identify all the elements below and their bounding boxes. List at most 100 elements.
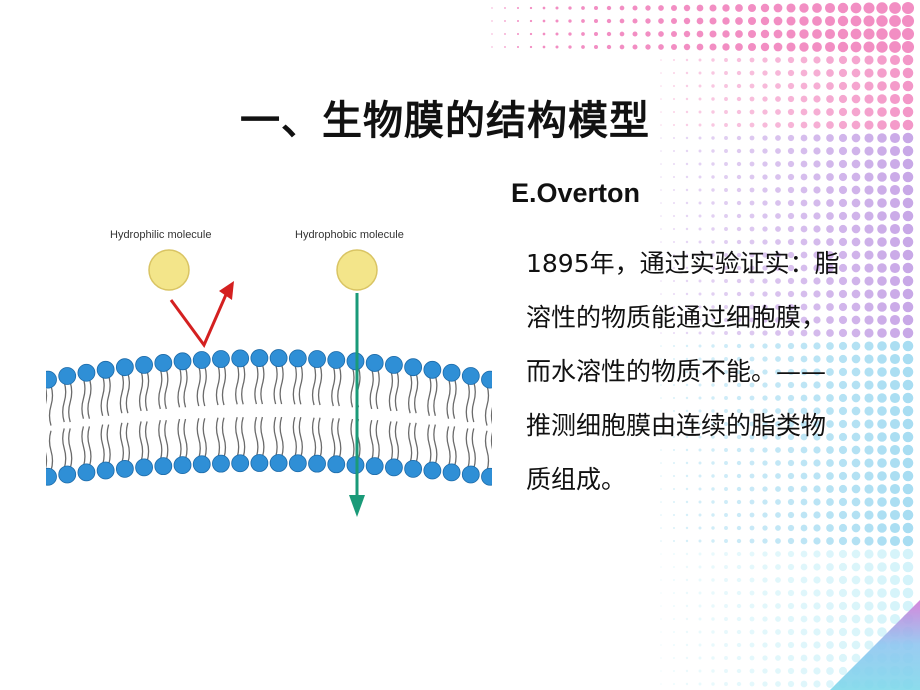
decorative-dot xyxy=(813,355,821,363)
decorative-dot xyxy=(749,642,755,648)
decorative-dot xyxy=(516,6,520,10)
decorative-dot xyxy=(864,315,874,325)
decorative-dot xyxy=(864,471,874,481)
decorative-dot xyxy=(826,667,834,675)
decorative-dot xyxy=(864,289,874,299)
decorative-dot xyxy=(698,253,702,257)
decorative-dot xyxy=(851,328,861,338)
lipid-tail xyxy=(221,417,227,458)
decorative-dot xyxy=(749,291,755,297)
decorative-dot xyxy=(670,30,678,38)
decorative-dot xyxy=(902,223,914,235)
decorative-dot xyxy=(851,497,861,507)
decorative-dot xyxy=(851,640,861,650)
decorative-dot xyxy=(824,2,836,14)
lipid-tail xyxy=(196,365,201,407)
decorative-dot xyxy=(800,511,808,519)
decorative-dot xyxy=(736,642,742,648)
decorative-dot xyxy=(658,31,664,37)
lipid-tail xyxy=(48,385,54,426)
hydrophilic-label: Hydrophilic molecule xyxy=(110,229,212,241)
decorative-dot xyxy=(826,212,834,220)
decorative-dot xyxy=(736,213,742,219)
decorative-dot xyxy=(762,395,768,401)
decorative-dot xyxy=(889,535,901,547)
decorative-dot xyxy=(736,356,742,362)
phospholipid-head xyxy=(385,356,403,374)
decorative-dot xyxy=(775,369,781,375)
decorative-dot xyxy=(813,251,821,259)
decorative-dot xyxy=(800,251,808,259)
decorative-dot xyxy=(877,302,887,312)
decorative-dot xyxy=(876,15,888,27)
decorative-dot xyxy=(876,28,888,40)
lipid-tail xyxy=(433,375,438,416)
decorative-dot xyxy=(826,472,834,480)
decorative-dot xyxy=(864,198,874,208)
decorative-dot xyxy=(762,96,768,102)
decorative-dot xyxy=(889,15,901,27)
decorative-dot xyxy=(826,615,834,623)
decorative-dot xyxy=(736,343,742,349)
decorative-dot xyxy=(542,45,546,49)
decorative-dot xyxy=(749,681,755,687)
decorative-dot xyxy=(775,135,781,141)
decorative-dot xyxy=(838,393,848,403)
lipid-tail xyxy=(292,364,297,405)
decorative-dot xyxy=(685,656,689,660)
decorative-dot xyxy=(826,56,834,64)
decorative-dot xyxy=(877,471,887,481)
lipid-tail xyxy=(138,370,144,412)
decorative-dot xyxy=(851,159,861,169)
lipid-tail xyxy=(350,418,355,460)
phospholipid-head xyxy=(442,363,461,382)
lipid-tail xyxy=(260,416,265,458)
decorative-dot xyxy=(775,109,781,115)
decorative-dot xyxy=(749,525,755,531)
decorative-dot xyxy=(660,475,662,477)
decorative-dot xyxy=(685,500,689,504)
decorative-dot xyxy=(736,395,742,401)
decorative-dot xyxy=(749,187,755,193)
lipid-tail xyxy=(413,422,419,464)
decorative-dot xyxy=(787,654,795,662)
decorative-dot xyxy=(673,85,675,87)
lipid-tail xyxy=(144,370,150,412)
decorative-dot xyxy=(889,327,901,339)
phospholipid-head xyxy=(154,354,173,372)
passing-arrow-head xyxy=(349,495,365,517)
decorative-dot xyxy=(800,446,808,454)
decorative-dot xyxy=(775,382,781,388)
decorative-dot xyxy=(787,667,795,675)
decorative-dot xyxy=(711,565,715,569)
decorative-dot xyxy=(775,96,781,102)
decorative-dot xyxy=(724,97,728,101)
decorative-dot xyxy=(775,421,781,427)
reflection-arrow xyxy=(169,289,230,348)
phospholipid-head xyxy=(231,454,250,473)
decorative-dot xyxy=(711,500,715,504)
decorative-dot xyxy=(775,642,781,648)
decorative-dot xyxy=(685,578,689,582)
decorative-dot xyxy=(749,473,755,479)
lipid-tail xyxy=(317,364,323,406)
decorative-dot xyxy=(787,134,795,142)
decorative-dot xyxy=(724,188,728,192)
decorative-dot xyxy=(838,588,848,598)
decorative-dot xyxy=(711,214,715,218)
hydrophilic-molecule xyxy=(148,249,190,291)
decorative-dot xyxy=(736,122,742,128)
decorative-dot xyxy=(685,149,689,153)
decorative-dot xyxy=(826,680,834,688)
decorative-dot xyxy=(813,602,821,610)
decorative-dot xyxy=(787,225,795,233)
decorative-dot xyxy=(581,32,585,36)
decorative-dot xyxy=(724,136,728,140)
decorative-dot xyxy=(762,655,768,661)
decorative-dot xyxy=(800,355,808,363)
decorative-dot xyxy=(673,670,675,672)
decorative-dot xyxy=(787,264,795,272)
decorative-dot xyxy=(826,290,834,298)
decorative-dot xyxy=(660,423,662,425)
